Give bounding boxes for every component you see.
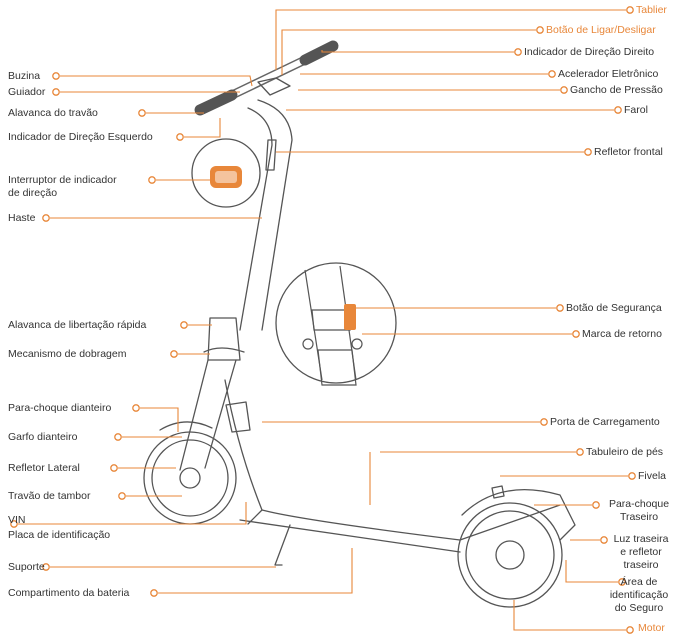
label-rear-light: Luz traseira e refletor traseiro <box>608 533 674 572</box>
label-insurance-area: Área de identificação do Seguro <box>600 576 678 615</box>
left-grip <box>200 95 232 110</box>
label-rear-fender: Para-choque Traseiro <box>602 498 676 524</box>
label-indicator-switch-line2: de direção <box>8 187 117 200</box>
label-return-mark: Marca de retorno <box>582 328 662 341</box>
label-throttle: Acelerador Eletrônico <box>558 68 658 81</box>
label-rear-light-line3: traseiro <box>608 559 674 572</box>
label-battery-compartment: Compartimento da bateria <box>8 587 129 600</box>
label-drum-brake: Travão de tambor <box>8 490 90 503</box>
label-headlight: Farol <box>624 104 648 117</box>
safety-zoom-circle <box>276 263 396 383</box>
label-id-plate: Placa de identificação <box>8 529 110 542</box>
label-folding-mechanism: Mecanismo de dobragem <box>8 348 126 361</box>
label-brake-lever: Alavanca do travão <box>8 107 98 120</box>
label-left-indicator: Indicador de Direção Esquerdo <box>8 131 153 144</box>
label-rear-light-line2: e refletor <box>608 546 674 559</box>
deck <box>225 380 560 540</box>
right-grip <box>305 46 333 60</box>
label-motor: Motor <box>638 622 665 635</box>
dashboard-shape <box>258 78 290 95</box>
label-insurance-line3: do Seguro <box>600 602 678 615</box>
label-front-fender: Para-choque dianteiro <box>8 402 111 415</box>
folding-mechanism <box>208 318 240 360</box>
charging-port-shape <box>226 402 250 432</box>
rear-wheel <box>458 503 562 607</box>
label-front-reflector: Refletor frontal <box>594 146 663 159</box>
kickstand <box>275 525 290 565</box>
label-indicator-switch: Interruptor de indicador de direção <box>8 174 117 200</box>
label-vin: VIN <box>8 514 26 527</box>
label-tablier: Tablier <box>636 4 667 17</box>
label-rear-fender-line1: Para-choque <box>602 498 676 511</box>
label-power-button: Botão de Ligar/Desligar <box>546 24 656 37</box>
label-insurance-line1: Área de <box>600 576 678 589</box>
front-wheel <box>144 432 236 524</box>
label-charging-port: Porta de Carregamento <box>550 416 660 429</box>
label-horn: Buzina <box>8 70 40 83</box>
label-hook: Gancho de Pressão <box>570 84 663 97</box>
label-stem: Haste <box>8 212 35 225</box>
stem <box>258 100 292 330</box>
label-side-reflector: Refletor Lateral <box>8 462 80 475</box>
label-quick-release: Alavanca de libertação rápida <box>8 319 146 332</box>
label-indicator-switch-line1: Interruptor de indicador <box>8 174 117 187</box>
label-front-fork: Garfo dianteiro <box>8 431 77 444</box>
label-rear-fender-line2: Traseiro <box>602 511 676 524</box>
label-footboard: Tabuleiro de pés <box>586 446 663 459</box>
label-rear-light-line1: Luz traseira <box>608 533 674 546</box>
rear-fender <box>462 490 575 540</box>
label-handlebar: Guiador <box>8 86 45 99</box>
label-safety-button: Botão de Segurança <box>566 302 662 315</box>
label-insurance-line2: identificação <box>600 589 678 602</box>
label-kickstand: Suporte <box>8 561 45 574</box>
label-buckle: Fivela <box>638 470 666 483</box>
label-right-indicator: Indicador de Direção Direito <box>524 46 654 59</box>
